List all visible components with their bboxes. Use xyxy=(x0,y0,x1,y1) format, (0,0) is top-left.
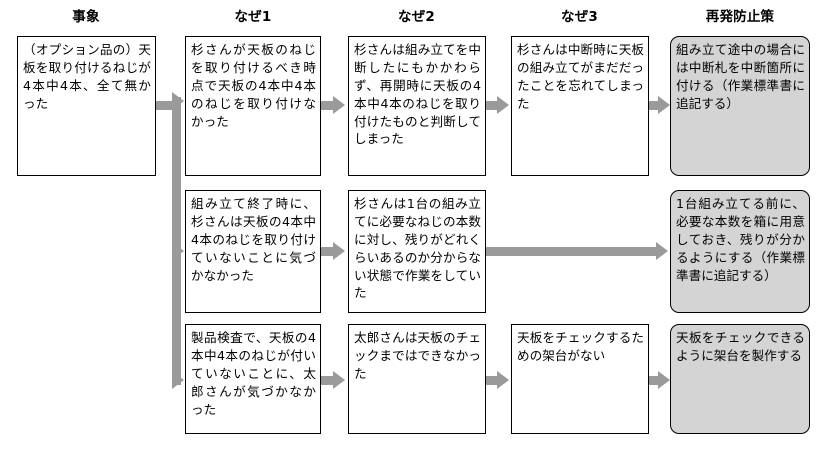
column-header-why3: なぜ3 xyxy=(561,9,598,25)
arrow-why1-to-why2-row1-shaft xyxy=(321,101,335,110)
box-why2-row1[interactable]: 杉さんは組み立てを中断したにもかかわらず、再開時に天板の4本中4本のねじを取り付… xyxy=(348,36,486,176)
box-countermeasure-row1[interactable]: 組み立て途中の場合には中断札を中断箇所に付ける（作業標準書に追記する） xyxy=(670,36,810,176)
box-phenomenon-row1[interactable]: （オプション品の）天板を取り付けるねじが4本中4本、全て無かった xyxy=(17,36,156,176)
arrow-why1-to-why2-row2-shaft xyxy=(321,247,335,256)
arrow-phenomenon-to-trunk xyxy=(155,101,180,110)
column-header-why2: なぜ2 xyxy=(398,9,435,25)
arrow-trunk-to-why1-row3-head xyxy=(172,371,184,389)
arrow-why2-to-countermeasure-row2-shaft xyxy=(486,247,656,256)
box-why1-row2[interactable]: 組み立て終了時に、杉さんは天板の4本中4本のねじを取り付けていないことに気づかな… xyxy=(185,190,321,313)
column-header-countermeasure: 再発防止策 xyxy=(705,9,775,25)
arrow-why1-to-why2-row1-head xyxy=(333,96,345,114)
box-why1-row1[interactable]: 杉さんが天板のねじを取り付けるべき時点で天板の4本中4本のねじを取り付けなかった xyxy=(185,36,321,176)
column-header-phenomenon: 事象 xyxy=(72,9,100,25)
box-countermeasure-row3[interactable]: 天板をチェックできるように架台を製作する xyxy=(670,324,810,434)
column-header-why1: なぜ1 xyxy=(234,9,272,25)
box-why1-row3[interactable]: 製品検査で、天板の4本中4本のねじが付いていないことに、太郎さんが気づかなかった xyxy=(185,324,321,434)
box-why2-row3[interactable]: 太郎さんは天板のチェックまではできなかった xyxy=(348,324,486,434)
box-why3-row1[interactable]: 杉さんは中断時に天板の組み立てがまだだったことを忘れてしまった xyxy=(511,36,649,176)
arrow-why1-to-why2-row3-shaft xyxy=(321,376,335,385)
arrow-why2-to-why3-row3-head xyxy=(497,371,509,389)
box-why2-row2[interactable]: 杉さんは1台の組み立てに必要なねじの本数に対し、残りがどれくらいあるのか分からな… xyxy=(348,190,486,313)
arrow-why2-to-why3-row3-shaft xyxy=(486,376,500,385)
arrow-why1-to-why2-row3-head xyxy=(333,371,345,389)
arrow-why3-to-countermeasure-row3-head xyxy=(658,371,670,389)
box-why3-row3[interactable]: 天板をチェックするための架台がない xyxy=(511,324,649,434)
arrow-trunk-to-why1-row2-head xyxy=(172,242,184,260)
arrow-trunk-vertical xyxy=(172,97,181,385)
arrow-why2-to-why3-row1-shaft xyxy=(486,101,500,110)
arrow-why3-to-countermeasure-row3-shaft xyxy=(649,376,662,385)
arrow-why2-to-countermeasure-row2-head xyxy=(656,242,668,260)
box-countermeasure-row2[interactable]: 1台組み立てる前に、必要な本数を箱に用意しておき、残りが分かるようにする（作業標… xyxy=(670,190,810,313)
arrow-why2-to-why3-row1-head xyxy=(497,96,509,114)
arrow-why3-to-countermeasure-row1-head xyxy=(658,96,670,114)
arrow-trunk-to-why1-row1-head xyxy=(172,92,184,110)
arrow-why1-to-why2-row2-head xyxy=(333,242,345,260)
arrow-why3-to-countermeasure-row1-shaft xyxy=(649,101,662,110)
